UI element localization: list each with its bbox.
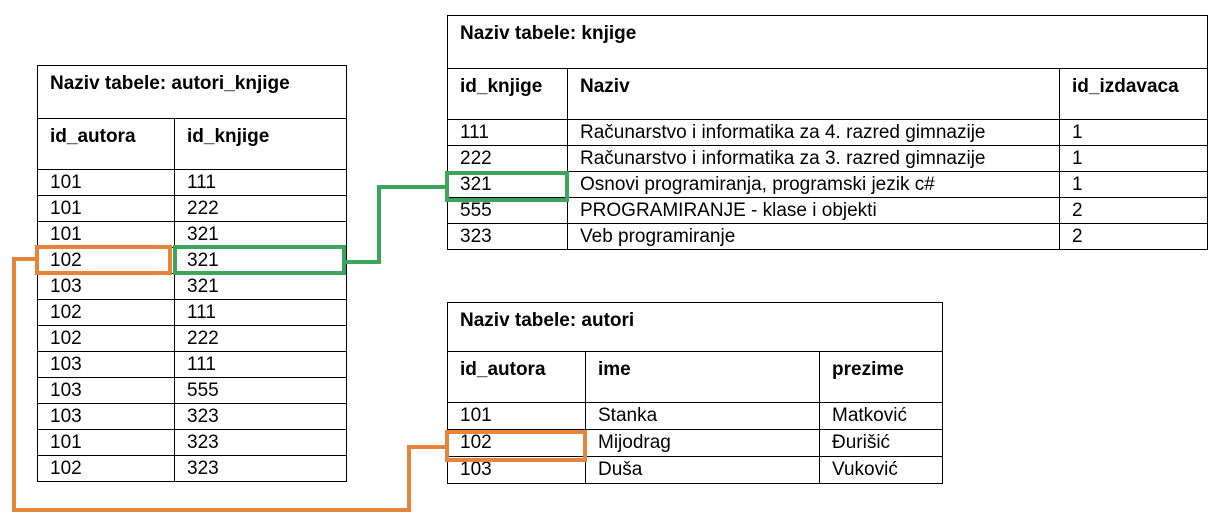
table-cell: 323 bbox=[174, 429, 347, 456]
column-header: id_autora bbox=[447, 351, 586, 403]
table-autori: Naziv tabele: autori id_autora ime prezi… bbox=[447, 302, 943, 484]
table-title-row: Naziv tabele: knjige bbox=[446, 15, 1209, 69]
table-cell: Veb programiranje bbox=[567, 223, 1060, 250]
table-cell: 323 bbox=[174, 455, 347, 482]
table-cell: 103 bbox=[37, 377, 175, 404]
author-link-source-box bbox=[35, 245, 172, 275]
table-cell: 102 bbox=[37, 325, 175, 352]
table-header-row: id_autora ime prezime bbox=[447, 351, 943, 403]
table-cell: Računarstvo i informatika za 3. razred g… bbox=[567, 145, 1060, 172]
column-header: id_knjige bbox=[447, 68, 568, 120]
table-cell: 2 bbox=[1058, 223, 1209, 250]
author-link bbox=[12, 245, 587, 512]
table-title: Naziv tabele: knjige bbox=[446, 15, 1209, 69]
book-link-source-box bbox=[173, 245, 346, 275]
table-cell: 102 bbox=[37, 455, 175, 482]
table-cell: 222 bbox=[174, 325, 347, 352]
book-link-connector bbox=[344, 185, 447, 264]
column-header: ime bbox=[585, 351, 820, 403]
table-cell: 555 bbox=[174, 377, 347, 404]
table-cell: 222 bbox=[447, 145, 568, 172]
table-cell: Matković bbox=[819, 402, 943, 430]
table-cell: Računarstvo i informatika za 4. razred g… bbox=[567, 119, 1060, 146]
table-knjige: Naziv tabele: knjige id_knjige Naziv id_… bbox=[446, 15, 1209, 250]
table-autori-knjige: Naziv tabele: autori_knjige id_autora id… bbox=[37, 65, 347, 482]
table-cell: 111 bbox=[174, 169, 347, 196]
table-cell: 2 bbox=[1058, 197, 1209, 224]
table-cell: Osnovi programiranja, programski jezik c… bbox=[567, 171, 1060, 198]
author-link-target-box bbox=[445, 430, 587, 462]
table-cell: 102 bbox=[37, 247, 175, 274]
column-header: prezime bbox=[819, 351, 943, 403]
table-cell: 101 bbox=[37, 221, 175, 248]
column-header: id_izdavaca bbox=[1058, 68, 1209, 120]
table-cell: 111 bbox=[174, 299, 347, 326]
table-cell: Đurišić bbox=[819, 429, 943, 457]
table-cell: 321 bbox=[174, 221, 347, 248]
table-cell: 222 bbox=[174, 195, 347, 222]
table-cell: 1 bbox=[1058, 171, 1209, 198]
column-header: id_autora bbox=[37, 118, 175, 170]
table-cell: 101 bbox=[447, 402, 586, 430]
table-cell: Stanka bbox=[585, 402, 820, 430]
table-title: Naziv tabele: autori_knjige bbox=[37, 65, 347, 119]
book-link-target-box bbox=[445, 171, 569, 202]
table-header-row: id_knjige Naziv id_izdavaca bbox=[447, 68, 1209, 120]
book-link bbox=[173, 171, 569, 275]
author-link-connector bbox=[12, 257, 447, 512]
table-cell: 101 bbox=[37, 169, 175, 196]
table-cell: 102 bbox=[37, 299, 175, 326]
table-title-row: Naziv tabele: autori_knjige bbox=[37, 65, 347, 119]
table-cell: Duša bbox=[585, 456, 820, 484]
table-cell: Vuković bbox=[819, 456, 943, 484]
column-header: Naziv bbox=[567, 68, 1060, 120]
table-header-row: id_autora id_knjige bbox=[37, 118, 347, 170]
table-cell: PROGRAMIRANJE - klase i objekti bbox=[567, 197, 1060, 224]
